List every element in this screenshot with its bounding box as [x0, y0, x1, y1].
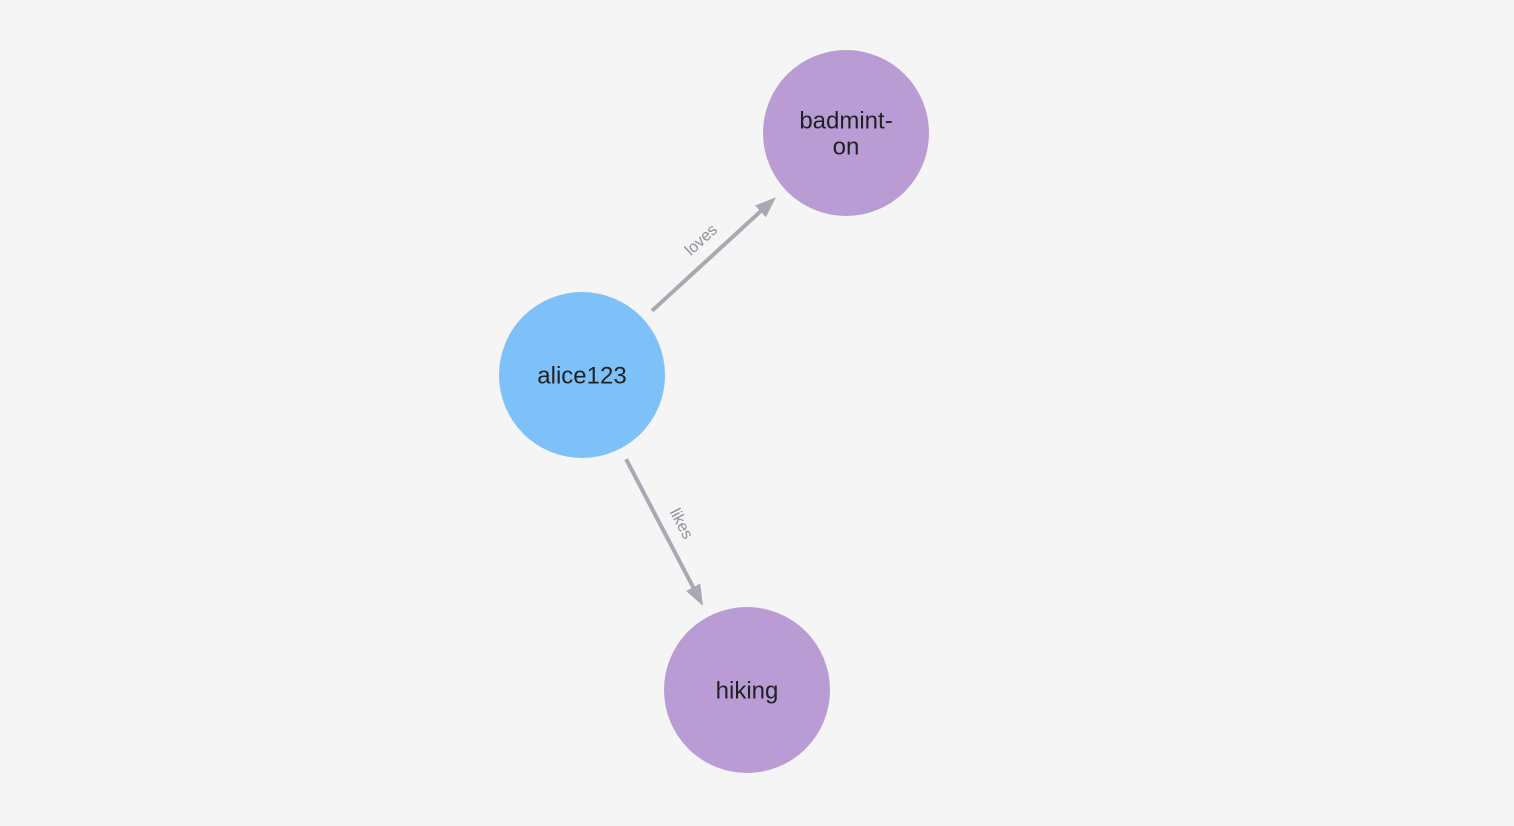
edge-arrowhead-icon: [755, 197, 776, 218]
edge-line: [624, 458, 697, 592]
node-alice123[interactable]: alice123: [499, 292, 665, 458]
node-circle: [763, 50, 929, 216]
node-circle: [664, 607, 830, 773]
edge-likes[interactable]: likes: [624, 458, 703, 606]
node-badminton[interactable]: badmint-on: [763, 50, 929, 216]
edge-label: likes: [666, 506, 696, 542]
edge-loves[interactable]: loves: [650, 197, 776, 313]
node-hiking[interactable]: hiking: [664, 607, 830, 773]
node-circle: [499, 292, 665, 458]
edge-line: [650, 207, 765, 313]
edge-arrowhead-icon: [686, 583, 703, 606]
